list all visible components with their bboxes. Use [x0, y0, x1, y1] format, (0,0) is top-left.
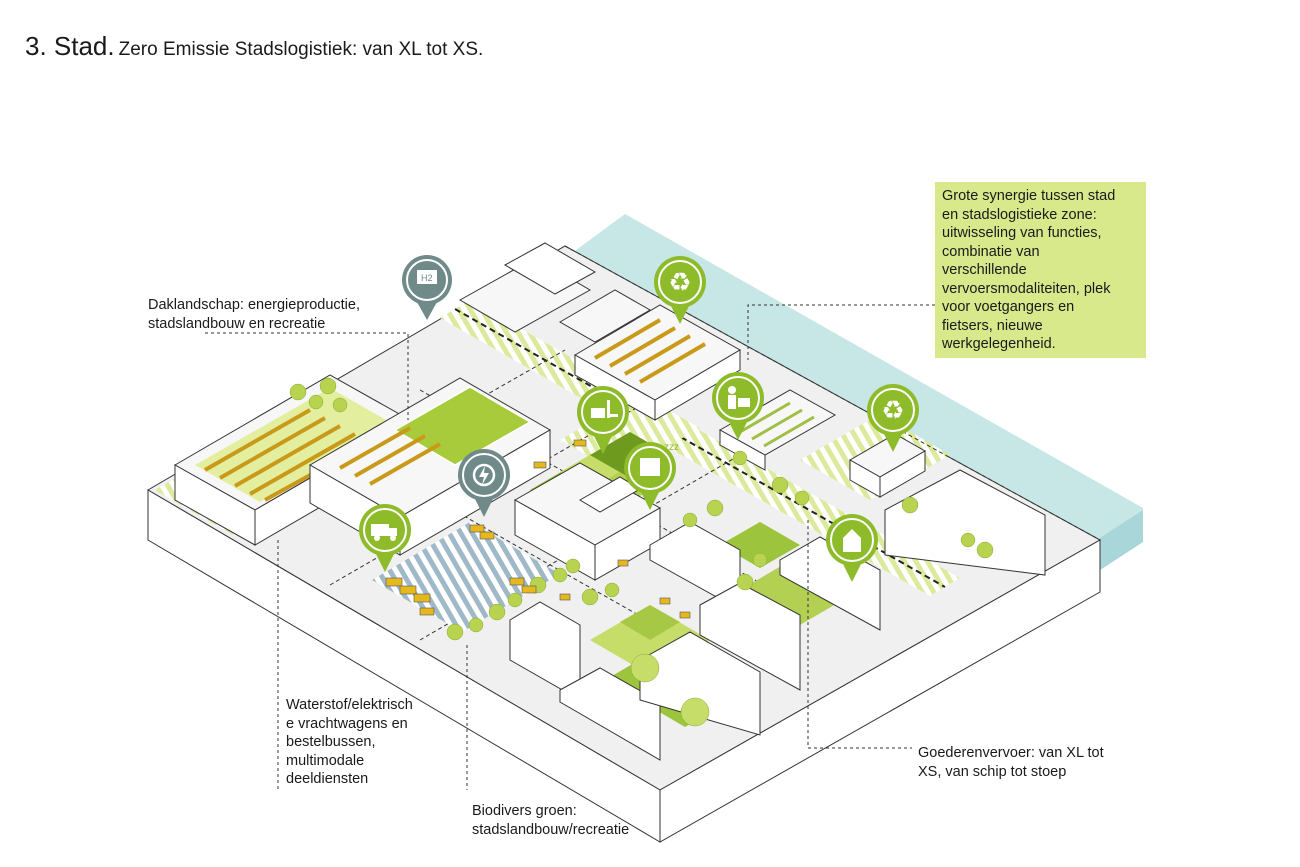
- map-pins: H2 ♻ ♻: [359, 255, 919, 582]
- green-truck-icon: [359, 504, 411, 572]
- sleeping-truck-icon: zzz: [624, 442, 679, 510]
- trees: [289, 377, 994, 727]
- water-side: [1100, 510, 1143, 570]
- title-number: 3. Stad.: [25, 31, 115, 61]
- title-subtitle: Zero Emissie Stadslogistiek: van XL tot …: [118, 39, 484, 60]
- yellow-vehicles: [385, 439, 691, 619]
- svg-text:H2: H2: [421, 273, 433, 283]
- football-field: [393, 386, 532, 466]
- platform-front-right: [659, 539, 1101, 843]
- label-daklandschap: Daklandschap: energieproductie, stadslan…: [148, 297, 360, 332]
- water-surface: [560, 214, 1143, 570]
- page-title: 3. Stad.Zero Emissie Stadslogistiek: van…: [25, 31, 483, 62]
- label-waterstof: Waterstof/elektrisch e vrachtwagens en b…: [286, 697, 413, 787]
- recycle-icon: ♻: [654, 256, 706, 324]
- label-goederenvervoer: Goederenvervoer: van XL tot XS, van schi…: [918, 745, 1104, 780]
- leader-lines: [205, 304, 935, 790]
- building-top-cluster: [458, 242, 742, 421]
- electric-charging-icon: [458, 449, 510, 517]
- hydrogen-truck-icon: H2: [402, 255, 452, 320]
- svg-text:zzz: zzz: [664, 442, 679, 453]
- svg-text:♻: ♻: [881, 396, 904, 426]
- forklift-icon: [577, 386, 629, 454]
- callout-synergie: Grote synergie tussen stad en stadslogis…: [935, 182, 1146, 358]
- person-plant-icon: [712, 372, 764, 440]
- label-biodivers: Biodivers groen: stadslandbouw/recreatie: [472, 803, 630, 838]
- parking-lot: [372, 522, 560, 632]
- svg-text:♻: ♻: [668, 268, 691, 298]
- house-icon: [826, 514, 878, 582]
- recycle-icon: ♻: [867, 384, 919, 452]
- boulevard-centerline: [454, 308, 946, 588]
- building-right-solar: [718, 389, 927, 498]
